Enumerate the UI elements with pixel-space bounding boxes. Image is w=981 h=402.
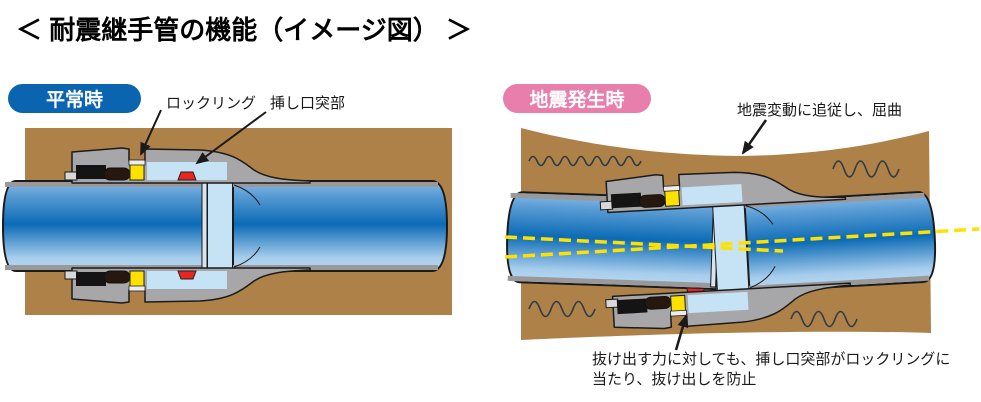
quake-state-diagram	[505, 128, 980, 340]
lock-ring-cap-top	[128, 159, 146, 166]
seismic-wave-top-right	[832, 160, 900, 178]
page-title: ＜ 耐震継手管の機能（イメージ図） ＞	[16, 15, 472, 45]
quake-state-badge: 地震発生時	[503, 84, 651, 113]
gasket-bulb-bottom	[103, 270, 131, 284]
normal-state-diagram	[1, 128, 452, 315]
gasket-block-bottom	[616, 298, 648, 315]
seismic-wave-bottom-left	[528, 300, 596, 318]
socket-pipe	[232, 180, 449, 272]
spigot-projection-top	[177, 171, 197, 181]
gasket-block-top	[610, 192, 642, 209]
socket-foot-bottom	[605, 298, 619, 309]
axis-dashed-socket	[505, 227, 980, 259]
seismic-wave-bottom-right	[790, 310, 858, 328]
gasket-bulb-top	[103, 167, 131, 181]
water-gap	[203, 179, 237, 272]
lock-ring-top	[129, 162, 145, 181]
socket-water-pocket-top	[681, 183, 743, 206]
axis-dashed-spigot	[505, 235, 784, 253]
gasket-block-top	[76, 165, 106, 179]
socket-foot	[64, 171, 78, 181]
gasket-bulb-bottom	[644, 295, 672, 310]
socket-foot	[599, 200, 614, 211]
pullout-caption: 抜け出す力に対しても、挿し口突部がロックリングに 当たり、抜け出しを防止	[592, 350, 950, 391]
gasket-block-bottom	[76, 272, 106, 286]
seismic-wave-top-left	[528, 155, 642, 167]
gasket-bulb-top	[638, 194, 666, 208]
lock-ring-bottom	[129, 270, 145, 289]
lock-ring-label: ロックリング	[166, 95, 257, 112]
socket-water-pocket-bottom	[687, 291, 749, 314]
lock-ring-cap-top	[663, 185, 681, 192]
bend-label: 地震変動に追従し、屈曲	[737, 102, 903, 119]
pullout-caption-line1: 抜け出す力に対しても、挿し口突部がロックリングに	[592, 351, 951, 368]
normal-state-badge: 平常時	[8, 84, 141, 113]
socket-foot-bottom	[64, 270, 78, 280]
spigot-pipe	[1, 180, 208, 272]
spigot-projection-label: 挿し口突部	[270, 95, 346, 112]
pullout-caption-line2: 当たり、抜け出しを防止	[592, 371, 757, 389]
socket-water-pocket-bottom	[147, 271, 227, 289]
lock-ring-cap-bottom	[670, 309, 688, 317]
socket-pipe-tilted	[599, 171, 937, 330]
socket-water-pocket-top	[147, 162, 227, 180]
lock-ring-cap-bottom	[128, 285, 146, 292]
spigot-projection-bottom	[177, 270, 197, 280]
